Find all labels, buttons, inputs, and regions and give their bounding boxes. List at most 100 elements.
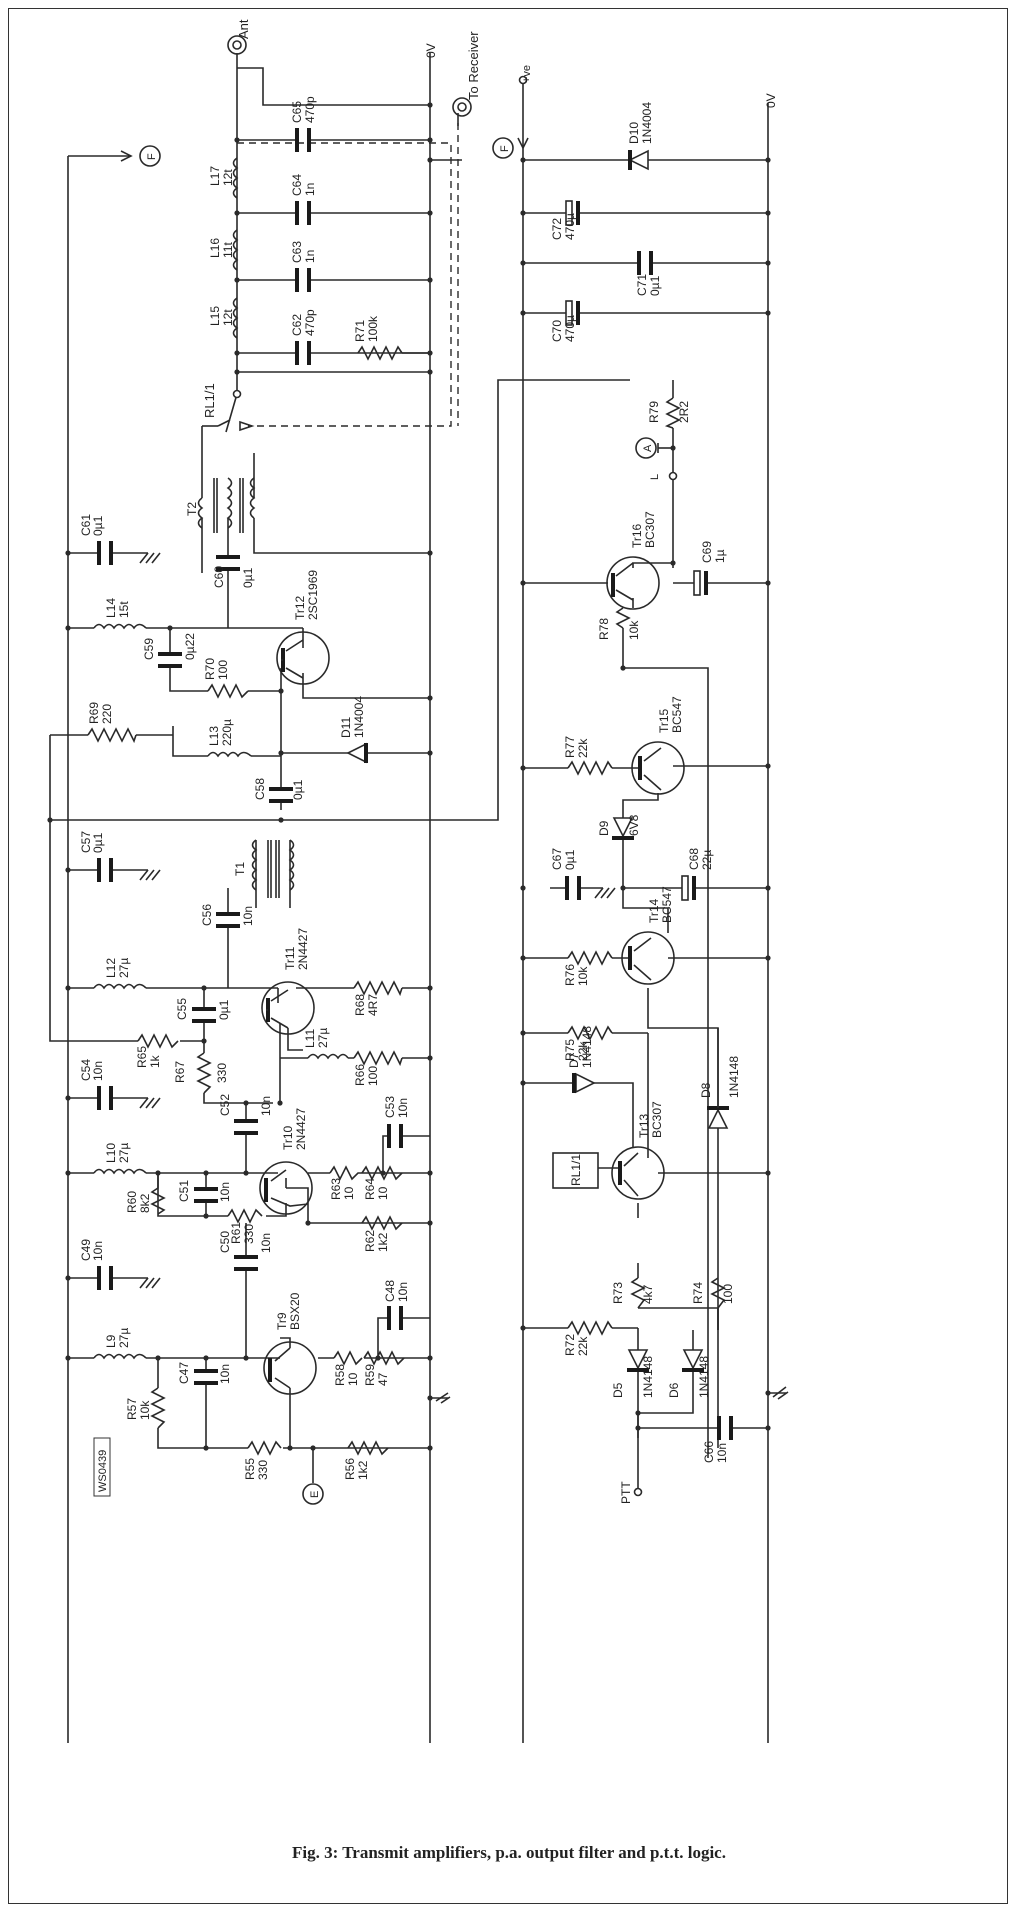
value-C71: 0µ1 — [648, 275, 662, 296]
value-R71: 100k — [366, 315, 380, 342]
label-C60: C60 — [212, 566, 226, 588]
label-L14: L14 — [104, 598, 118, 618]
label-l: L — [649, 474, 661, 480]
label-C58: C58 — [253, 778, 267, 800]
label-e: E — [309, 1491, 321, 1498]
value-R72: 22k — [576, 1336, 590, 1356]
label-R59: R59 — [363, 1364, 377, 1386]
value-R79: 2R2 — [677, 401, 691, 423]
label-f-right: F — [499, 145, 511, 152]
value-Tr11: 2N4427 — [296, 928, 310, 970]
label-Tr12: Tr12 — [293, 595, 307, 620]
value-R69: 220 — [100, 704, 114, 724]
label-C71: C71 — [635, 274, 649, 296]
value-C62: 470p — [303, 309, 317, 336]
value-R56: 1k2 — [356, 1460, 370, 1480]
label-C63: C63 — [290, 241, 304, 263]
label-C47: C47 — [177, 1362, 191, 1384]
label-C56: C56 — [200, 904, 214, 926]
label-R63: R63 — [329, 1178, 343, 1200]
label-C64: C64 — [290, 174, 304, 196]
wiring-right — [517, 83, 789, 1743]
label-R71: R71 — [353, 320, 367, 342]
label-R73: R73 — [611, 1282, 625, 1304]
value-C56: 10n — [241, 906, 255, 926]
value-R62: 1k2 — [376, 1232, 390, 1252]
label-0v-left: 0V — [424, 43, 438, 58]
value-C61: 0µ1 — [91, 515, 105, 536]
value-D5: 1N4148 — [641, 1356, 655, 1398]
relay-contact — [217, 389, 255, 432]
label-D9: D9 — [597, 820, 611, 836]
value-Tr9: BSX20 — [288, 1292, 302, 1330]
label-R55: R55 — [243, 1458, 257, 1480]
value-C52: 10n — [259, 1096, 273, 1116]
label-R76: R76 — [563, 964, 577, 986]
label-R64: R64 — [363, 1178, 377, 1200]
value-L16: 11t — [221, 242, 235, 258]
value-C72: 470µ — [563, 213, 577, 240]
value-C67: 0µ1 — [563, 849, 577, 870]
label-R62: R62 — [363, 1230, 377, 1252]
label-a: A — [642, 444, 654, 452]
capacitor-plates — [97, 128, 733, 1440]
value-D8: 1N4148 — [727, 1056, 741, 1098]
label-L11: L11 — [303, 1029, 317, 1048]
value-C58: 0µ1 — [291, 779, 305, 800]
figure-code-text: WS0439 — [97, 1450, 109, 1492]
value-D7: 1N4148 — [580, 1026, 594, 1068]
label-R74: R74 — [691, 1282, 705, 1304]
label-D8: D8 — [699, 1082, 713, 1098]
label-Tr9: Tr9 — [275, 1312, 289, 1330]
label-D11: D11 — [339, 717, 353, 738]
wiring-left — [49, 53, 630, 1743]
value-D9: 6V8 — [627, 814, 641, 836]
label-Tr13: Tr13 — [637, 1113, 651, 1138]
label-L16: L16 — [208, 238, 222, 258]
value-R59: 47 — [376, 1372, 390, 1386]
label-C62: C62 — [290, 314, 304, 336]
label-C57: C57 — [79, 831, 93, 853]
label-R75: R75 — [563, 1039, 577, 1061]
value-R74: 100 — [721, 1284, 735, 1304]
label-D5: D5 — [611, 1382, 625, 1398]
value-R70: 100 — [216, 660, 230, 680]
value-C57: 0µ1 — [91, 832, 105, 853]
label-L9: L9 — [104, 1334, 118, 1348]
value-C59: 0µ22 — [183, 633, 197, 660]
label-C66: C66 — [702, 1441, 716, 1463]
label-Tr11: Tr11 — [283, 946, 297, 970]
value-R63: 10 — [342, 1186, 356, 1200]
label-D7: D7 — [567, 1052, 581, 1068]
circuit-schematic: Ant To Receiver 0V 0V +ve PTT F F E A L … — [47, 19, 789, 1743]
value-R76: 10k — [576, 966, 590, 986]
connector-e — [302, 1483, 324, 1505]
label-D10: D10 — [627, 122, 641, 144]
label-R67: R67 — [173, 1061, 187, 1083]
value-C60: 0µ1 — [241, 567, 255, 588]
label-C52: C52 — [218, 1094, 232, 1116]
label-C54: C54 — [79, 1059, 93, 1081]
value-L15: 12t — [221, 309, 235, 326]
label-positive: +ve — [521, 65, 533, 83]
inductor-coils — [93, 157, 349, 1360]
value-C50: 10n — [259, 1233, 273, 1253]
value-L11: 27µ — [316, 1028, 330, 1048]
value-R58: 10 — [346, 1372, 360, 1386]
relay-coil — [552, 1152, 599, 1189]
value-R55: 330 — [256, 1460, 270, 1480]
label-Tr15: Tr15 — [657, 708, 671, 733]
label-R78: R78 — [597, 618, 611, 640]
label-C55: C55 — [175, 998, 189, 1020]
value-C65: 470p — [303, 96, 317, 123]
value-L14: 15t — [117, 601, 131, 618]
label-L12: L12 — [104, 958, 118, 978]
value-L10: 27µ — [117, 1143, 131, 1163]
label-R72: R72 — [563, 1334, 577, 1356]
label-C67: C67 — [550, 848, 564, 870]
resistor-zigzags — [87, 345, 726, 1456]
label-R68: R68 — [353, 994, 367, 1016]
junction-dots — [47, 102, 771, 1451]
value-C51: 10n — [218, 1182, 232, 1202]
label-0v-right: 0V — [764, 93, 778, 108]
